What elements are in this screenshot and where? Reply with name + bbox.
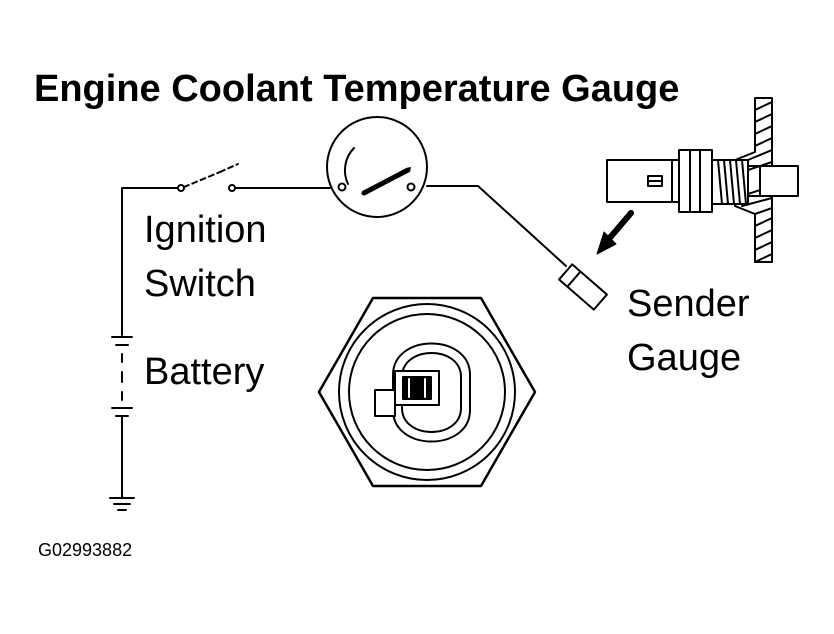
connector-end-view [317,296,537,488]
sender-label-line1: Sender [627,283,750,325]
ignition-label-line2: Switch [144,263,256,305]
sender-probe-symbol [558,263,608,311]
sender-label-line2: Gauge [627,337,742,379]
ignition-switch-symbol [121,163,331,336]
engine-wall-section [734,97,773,263]
battery-label: Battery [144,351,265,393]
sender-wire [426,185,567,267]
figure-code: G02993882 [38,540,133,560]
ignition-label-line1: Ignition [144,209,267,251]
battery-symbol [111,336,133,499]
temperature-gauge-symbol [326,116,428,218]
sender-side-view [606,149,799,213]
arrow-icon [596,210,634,255]
ground-symbol [109,497,135,511]
diagram-title: Engine Coolant Temperature Gauge [34,68,680,110]
